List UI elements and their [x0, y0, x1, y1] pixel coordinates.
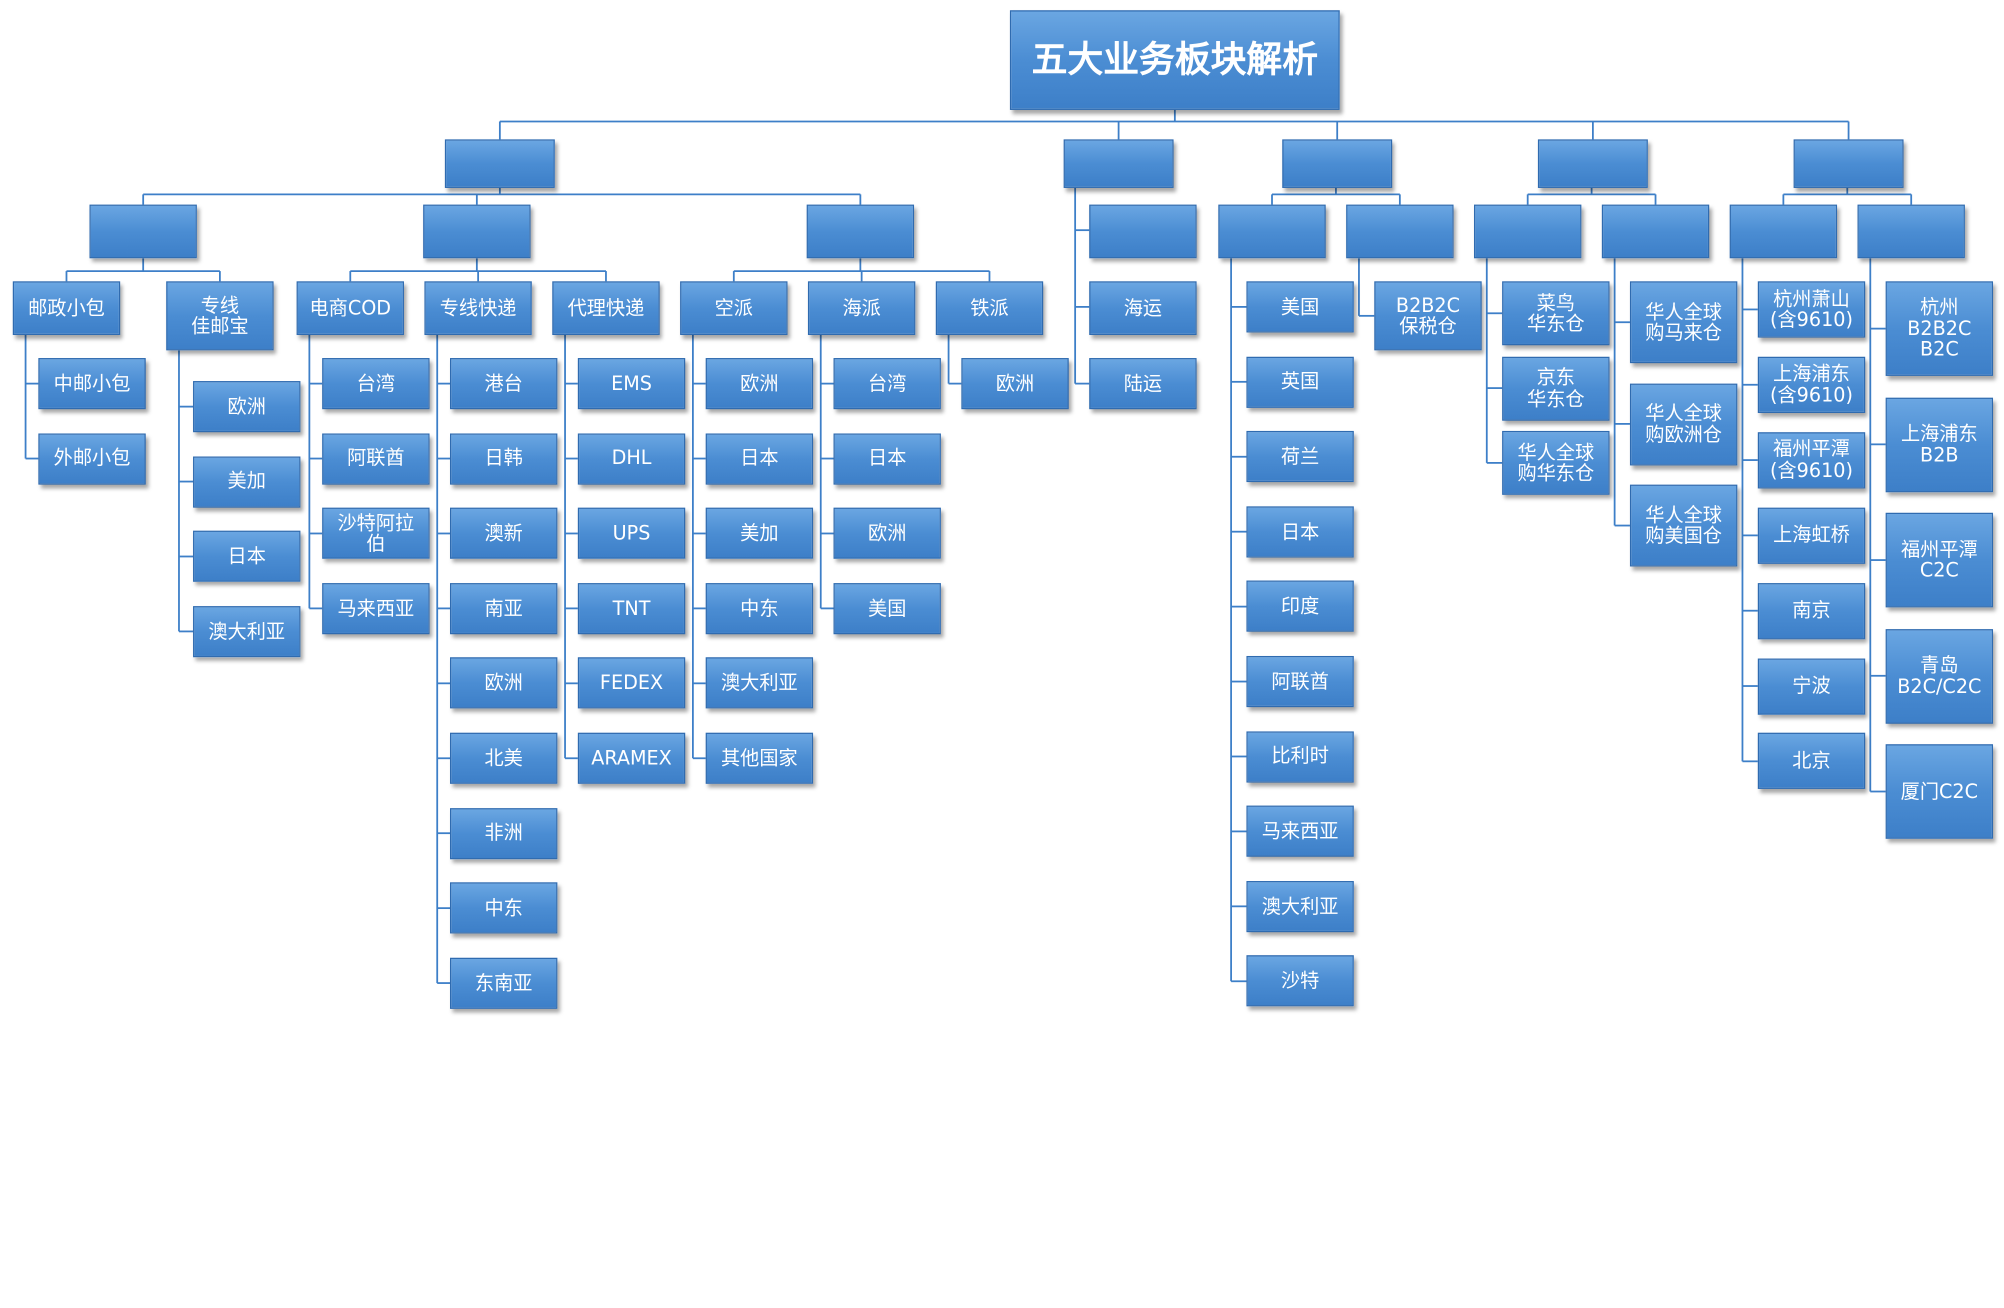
leaf-box: 马来西亚 — [1246, 805, 1354, 857]
leaf-box: TNT — [577, 582, 686, 634]
leaf-box: 华人全球 购华东仓 — [1502, 430, 1610, 495]
group-box-4-2 — [1601, 204, 1710, 259]
leaf-box: 印度 — [1246, 581, 1354, 633]
category-box: 铁派 — [935, 281, 1044, 336]
leaf-box: 青岛 B2C/C2C — [1885, 628, 1994, 724]
category-box: 空派 — [680, 281, 788, 336]
leaf-box: ARAMEX — [577, 732, 686, 784]
leaf-box: 阿联酋 — [1246, 655, 1354, 708]
leaf-box: 福州平潭 (含9610) — [1757, 431, 1866, 489]
leaf-box: 京东 华东仓 — [1502, 356, 1610, 421]
leaf-box: 澳新 — [449, 507, 558, 560]
leaf-box: 北美 — [449, 732, 558, 784]
group-box-3-1 — [1218, 204, 1326, 259]
leaf-box: 日本 — [1246, 506, 1354, 558]
leaf-box: 港台 — [449, 358, 558, 410]
group-box-1-3 — [806, 204, 915, 259]
leaf-box: 华人全球 购美国仓 — [1629, 484, 1738, 567]
leaf-box: 海运 — [1089, 281, 1197, 336]
leaf-box: 外邮小包 — [38, 432, 146, 485]
leaf-box: 日韩 — [449, 432, 558, 485]
leaf-box: 沙特 — [1246, 955, 1354, 1007]
leaf-box: 福州平潭 C2C — [1885, 512, 1994, 608]
section-box-1 — [444, 139, 555, 188]
leaf-box: 菜鸟 华东仓 — [1502, 281, 1610, 346]
leaf-box: 英国 — [1246, 356, 1354, 408]
connector-lines — [24, 109, 1913, 984]
leaf-box: 澳大利亚 — [193, 605, 301, 657]
leaf-box: 中邮小包 — [38, 358, 146, 410]
leaf-box: 美加 — [193, 455, 301, 508]
leaf-box: 阿联酋 — [322, 432, 430, 485]
group-box-1-2 — [423, 204, 531, 259]
leaf-box: 欧洲 — [705, 358, 814, 410]
category-box: 专线快递 — [424, 281, 532, 336]
section-box-5 — [1793, 139, 1904, 188]
leaf-box: 欧洲 — [449, 657, 558, 709]
leaf-box: 美国 — [1246, 281, 1354, 333]
leaf-box: 沙特阿拉 伯 — [322, 507, 430, 560]
leaf-box: B2B2C 保税仓 — [1374, 281, 1482, 351]
leaf-box: 陆运 — [1089, 358, 1197, 410]
leaf-box: 欧洲 — [961, 358, 1069, 410]
leaf-box: 欧洲 — [833, 507, 941, 560]
leaf-box: 中东 — [449, 882, 558, 934]
category-box: 电商COD — [296, 281, 404, 336]
leaf-box: EMS — [577, 358, 686, 410]
leaf-box: 台湾 — [833, 358, 941, 410]
leaf-box: 杭州 B2B2C B2C — [1885, 281, 1994, 376]
leaf-box: 澳大利亚 — [1246, 880, 1354, 932]
leaf-box: 台湾 — [322, 358, 430, 410]
leaf-box: 比利时 — [1246, 730, 1354, 783]
leaf-box: UPS — [577, 507, 686, 560]
leaf-box: 荷兰 — [1246, 431, 1354, 483]
group-box-5-2 — [1857, 204, 1965, 259]
leaf-box: 上海浦东 (含9610) — [1757, 356, 1866, 413]
category-box: 代理快递 — [552, 281, 660, 336]
leaf-box: 美国 — [833, 582, 941, 634]
leaf-box: 中东 — [705, 582, 814, 634]
section-box-2 — [1063, 139, 1174, 188]
leaf-box: 欧洲 — [193, 381, 301, 433]
leaf-box: DHL — [577, 432, 686, 485]
leaf-box: FEDEX — [577, 657, 686, 709]
leaf-box: 南亚 — [449, 582, 558, 634]
leaf-box: 日本 — [193, 530, 301, 583]
leaf-box: 上海浦东 B2B — [1885, 397, 1994, 492]
leaf-box: 其他国家 — [705, 732, 814, 784]
leaf-box: 厦门C2C — [1885, 744, 1994, 839]
leaf-box: 美加 — [705, 507, 814, 560]
leaf-box: 马来西亚 — [322, 582, 430, 634]
group-box-3-2 — [1346, 204, 1454, 259]
leaf-box: 日本 — [705, 432, 814, 485]
category-box: 海派 — [807, 281, 916, 336]
section-box-3 — [1282, 139, 1393, 188]
category-box: 专线 佳邮宝 — [166, 281, 274, 351]
leaf-box: 华人全球 购欧洲仓 — [1629, 382, 1738, 465]
leaf-box: 南京 — [1757, 582, 1866, 639]
leaf-box: 宁波 — [1757, 657, 1866, 715]
leaf-box: 澳大利亚 — [705, 657, 814, 709]
root-title: 五大业务板块解析 — [1009, 10, 1340, 110]
section-box-4 — [1537, 139, 1648, 188]
leaf-box: 华人全球 购马来仓 — [1629, 281, 1738, 364]
group-box-1-1 — [89, 204, 197, 259]
leaf-box: 杭州萧山 (含9610) — [1757, 281, 1866, 338]
leaf-box: 上海虹桥 — [1757, 507, 1866, 564]
subsection-box — [1089, 204, 1197, 259]
leaf-box: 日本 — [833, 432, 941, 485]
group-box-4-1 — [1473, 204, 1582, 259]
leaf-box: 非洲 — [449, 807, 558, 859]
leaf-box: 东南亚 — [449, 957, 558, 1009]
category-box: 邮政小包 — [12, 281, 121, 336]
group-box-5-1 — [1729, 204, 1838, 259]
leaf-box: 北京 — [1757, 733, 1866, 790]
